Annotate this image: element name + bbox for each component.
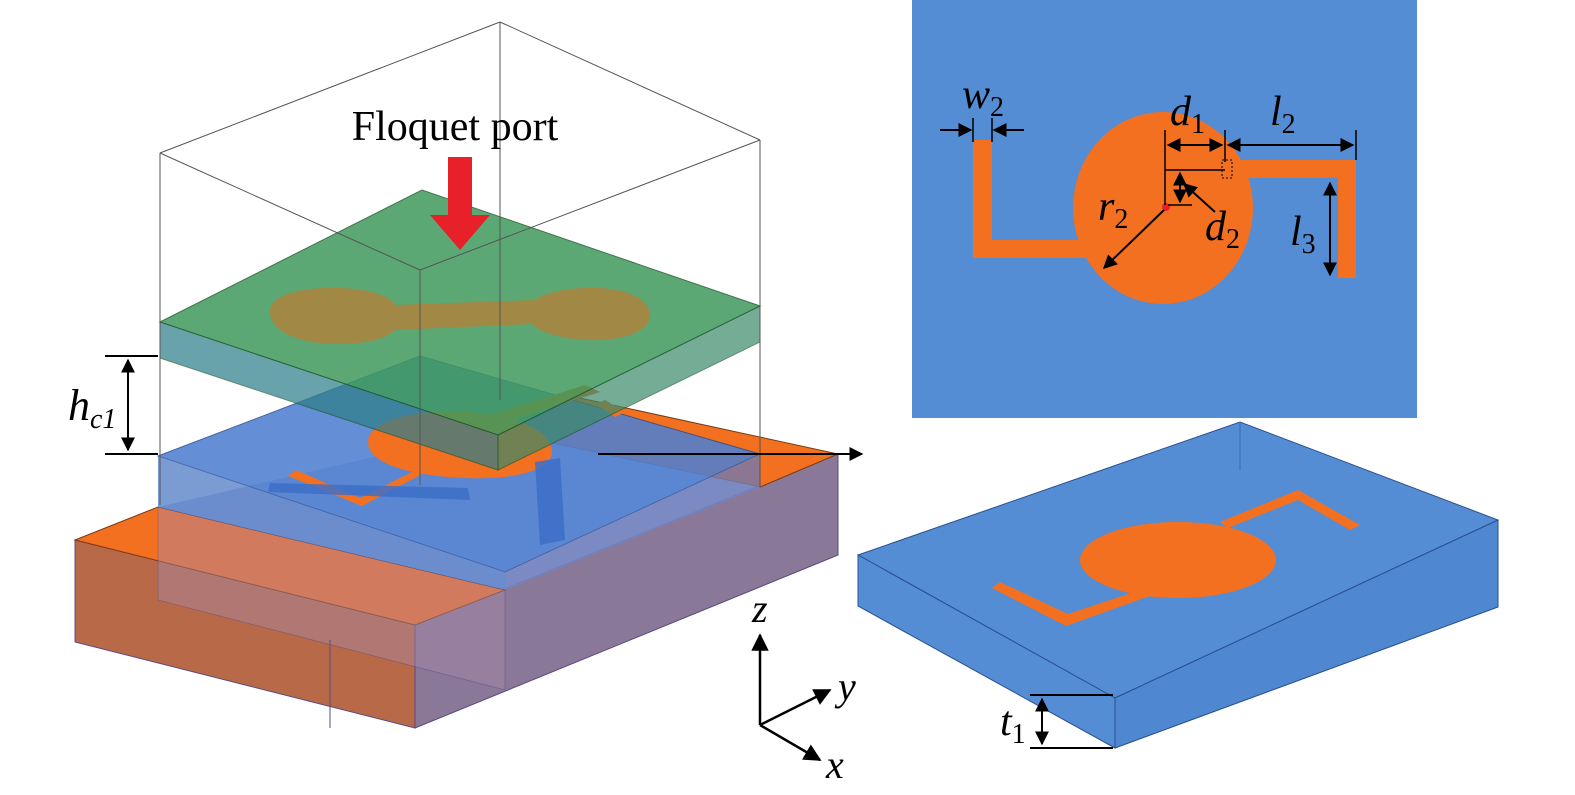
top-view-detail: w2 d1 l2 d2 (912, 0, 1417, 418)
w2-label: w2 (962, 72, 1004, 123)
substrate-patch-left-stub (268, 483, 470, 500)
d2-dimension: d2 (1165, 169, 1240, 255)
substrate-right-face (505, 454, 760, 590)
air-box-wireframe (159, 21, 761, 505)
t1-dimension: t1 (1000, 694, 1113, 750)
axis-z-label: z (751, 586, 768, 631)
l3-dimension: l3 (1290, 181, 1337, 277)
d1-label: d1 (1170, 89, 1205, 140)
coordinate-axes: z y x (751, 586, 856, 787)
l2-label: l2 (1270, 89, 1296, 140)
cover-dumbbell-patch (270, 287, 650, 345)
l2-dimension: l2 (1226, 89, 1357, 160)
slab-patch-disk (1080, 522, 1276, 598)
hc1-dimension: hc1 (68, 355, 158, 455)
t1-label: t1 (1000, 699, 1026, 750)
r2-dimension: r2 (1098, 184, 1165, 269)
d2-label: d2 (1205, 204, 1240, 255)
floquet-port-label: Floquet port (352, 104, 559, 150)
slab-patch-right-arm (1220, 490, 1360, 530)
d1-dimension: d1 (1164, 89, 1226, 205)
substrate-patch-vertical-stub (535, 458, 565, 545)
left-3d-structure: Floquet port hc1 z y x (68, 21, 864, 787)
axis-y-label: y (834, 664, 856, 709)
floquet-port-arrow (430, 157, 490, 250)
slab-right-face (1114, 519, 1499, 749)
hc1-label: hc1 (68, 381, 116, 435)
l3-label: l3 (1290, 209, 1316, 260)
substrate-3d-view: t1 (856, 421, 1500, 750)
slab-patch-left-arm (992, 582, 1150, 626)
top-view-left-arm (973, 140, 1100, 258)
r2-label: r2 (1098, 184, 1128, 235)
slab-patch (992, 490, 1360, 626)
axis-x-label: x (825, 742, 844, 787)
cover-layer (158, 189, 762, 471)
substrate-front-face (158, 456, 505, 590)
w2-dimension: w2 (940, 72, 1024, 142)
top-view-right-arm (1225, 160, 1356, 278)
